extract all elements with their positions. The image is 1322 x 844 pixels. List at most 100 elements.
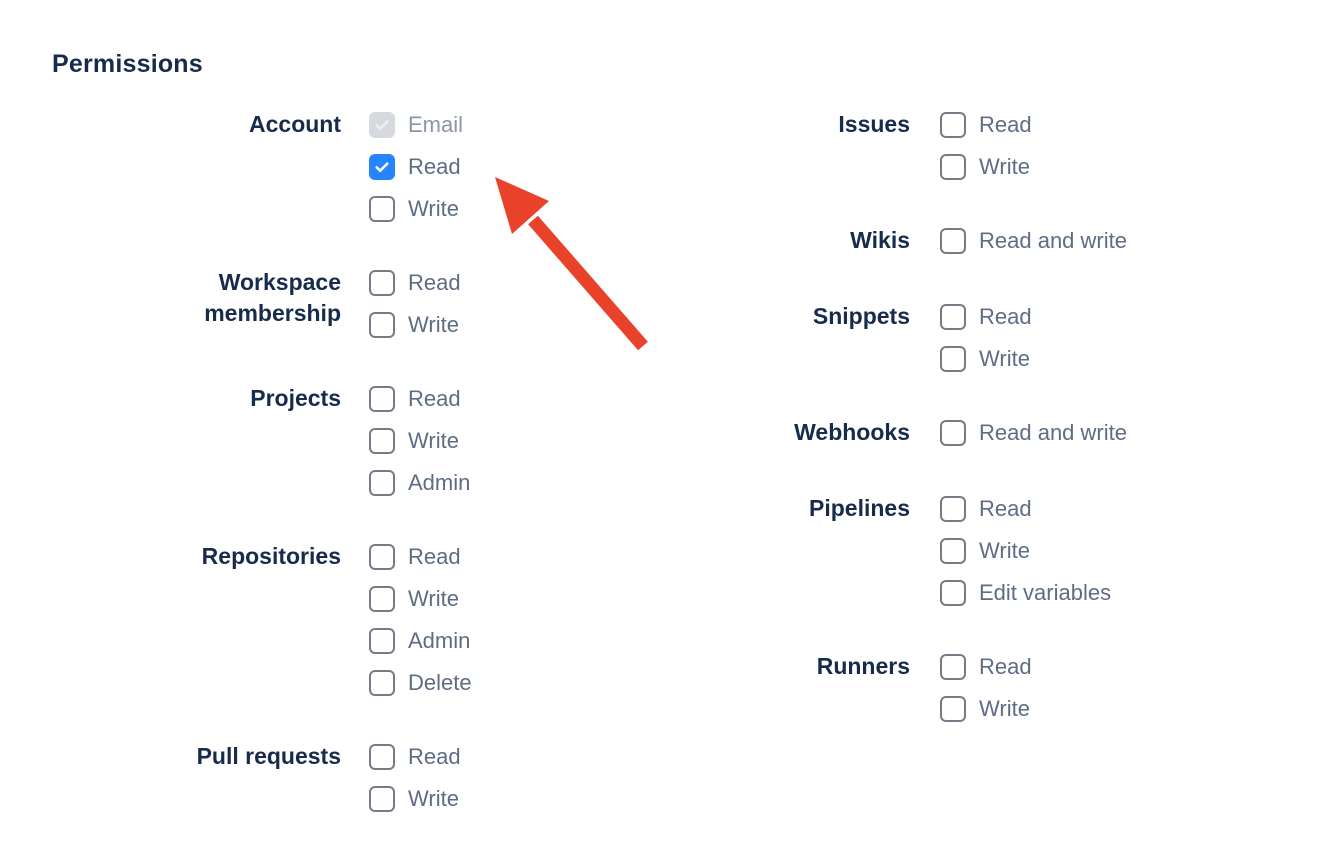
runners-read-checkbox[interactable] xyxy=(940,654,966,680)
group-repositories: Repositories Read Write Admin Delete xyxy=(52,543,472,696)
checkbox-label: Read xyxy=(979,654,1032,679)
checkbox-row-repositories-admin[interactable]: Admin xyxy=(369,628,472,654)
checkbox-label: Read xyxy=(408,154,461,179)
checkbox-label: Write xyxy=(979,538,1030,563)
group-account: Account Email Read Write xyxy=(52,111,472,222)
repositories-delete-checkbox[interactable] xyxy=(369,670,395,696)
checkbox-label: Write xyxy=(408,428,459,453)
checkbox-label: Delete xyxy=(408,670,472,695)
checkbox-label: Read xyxy=(979,304,1032,329)
repositories-write-checkbox[interactable] xyxy=(369,586,395,612)
checkbox-label: Read and write xyxy=(979,420,1127,445)
checkbox-row-snippets-write[interactable]: Write xyxy=(940,346,1032,372)
checkbox-row-runners-write[interactable]: Write xyxy=(940,696,1032,722)
checkbox-row-pipelines-edit-variables[interactable]: Edit variables xyxy=(940,580,1111,606)
group-pipelines: Pipelines Read Write Edit variables xyxy=(660,495,1127,606)
group-label-runners: Runners xyxy=(816,653,910,679)
checkbox-label: Read xyxy=(979,112,1032,137)
group-snippets: Snippets Read Write xyxy=(660,303,1127,372)
checkbox-label: Write xyxy=(408,586,459,611)
checkbox-label: Edit variables xyxy=(979,580,1112,605)
pull-requests-read-checkbox[interactable] xyxy=(369,744,395,770)
snippets-write-checkbox[interactable] xyxy=(940,346,966,372)
pull-requests-write-checkbox[interactable] xyxy=(369,786,395,812)
checkbox-row-workspace-read[interactable]: Read xyxy=(369,270,461,296)
checkbox-row-snippets-read[interactable]: Read xyxy=(940,304,1032,330)
checkbox-row-repositories-write[interactable]: Write xyxy=(369,586,472,612)
checkbox-label: Write xyxy=(979,696,1030,721)
checkbox-label: Admin xyxy=(408,628,471,653)
permissions-column-left: Account Email Read Write Workspace membe… xyxy=(52,111,472,812)
group-label-projects: Projects xyxy=(250,385,341,411)
group-label-wikis: Wikis xyxy=(850,227,910,253)
checkbox-row-pipelines-write[interactable]: Write xyxy=(940,538,1111,564)
account-read-checkbox[interactable] xyxy=(369,154,395,180)
group-label-workspace-membership: Workspace membership xyxy=(204,269,341,326)
checkbox-row-workspace-write[interactable]: Write xyxy=(369,312,461,338)
projects-read-checkbox[interactable] xyxy=(369,386,395,412)
repositories-read-checkbox[interactable] xyxy=(369,544,395,570)
checkbox-label: Read xyxy=(408,386,461,411)
checkbox-row-projects-read[interactable]: Read xyxy=(369,386,470,412)
group-label-webhooks: Webhooks xyxy=(794,419,910,445)
group-projects: Projects Read Write Admin xyxy=(52,385,472,496)
permissions-column-right: Issues Read Write Wikis Read and write xyxy=(660,111,1127,722)
issues-write-checkbox[interactable] xyxy=(940,154,966,180)
pipelines-write-checkbox[interactable] xyxy=(940,538,966,564)
group-label-snippets: Snippets xyxy=(812,303,910,329)
webhooks-read-and-write-checkbox[interactable] xyxy=(940,420,966,446)
workspace-write-checkbox[interactable] xyxy=(369,312,395,338)
projects-write-checkbox[interactable] xyxy=(369,428,395,454)
checkbox-row-projects-write[interactable]: Write xyxy=(369,428,470,454)
group-wikis: Wikis Read and write xyxy=(660,227,1127,256)
checkbox-label: Admin xyxy=(408,470,471,495)
group-workspace-membership: Workspace membership Read Write xyxy=(52,269,472,338)
checkbox-label: Read xyxy=(408,270,461,295)
checkbox-row-wikis-read-and-write[interactable]: Read and write xyxy=(940,228,1127,254)
checkbox-label: Read xyxy=(979,496,1032,521)
checkbox-row-pipelines-read[interactable]: Read xyxy=(940,496,1111,522)
projects-admin-checkbox[interactable] xyxy=(369,470,395,496)
checkbox-row-account-write[interactable]: Write xyxy=(369,196,463,222)
checkbox-row-account-email: Email xyxy=(369,112,463,138)
checkbox-label: Read and write xyxy=(979,228,1127,253)
checkbox-label: Write xyxy=(979,346,1030,371)
snippets-read-checkbox[interactable] xyxy=(940,304,966,330)
checkbox-row-repositories-read[interactable]: Read xyxy=(369,544,472,570)
account-write-checkbox[interactable] xyxy=(369,196,395,222)
pipelines-edit-variables-checkbox[interactable] xyxy=(940,580,966,606)
group-label-repositories: Repositories xyxy=(201,543,341,569)
pipelines-read-checkbox[interactable] xyxy=(940,496,966,522)
group-runners: Runners Read Write xyxy=(660,653,1127,722)
checkbox-label: Read xyxy=(408,744,461,769)
group-label-pull-requests: Pull requests xyxy=(196,743,341,769)
repositories-admin-checkbox[interactable] xyxy=(369,628,395,654)
checkbox-row-repositories-delete[interactable]: Delete xyxy=(369,670,472,696)
checkbox-label: Email xyxy=(408,112,464,137)
checkbox-row-issues-write[interactable]: Write xyxy=(940,154,1032,180)
checkbox-label: Write xyxy=(408,312,459,337)
checkbox-label: Write xyxy=(979,154,1030,179)
checkbox-label: Read xyxy=(408,544,461,569)
checkbox-row-webhooks-read-and-write[interactable]: Read and write xyxy=(940,420,1127,446)
checkbox-label: Write xyxy=(408,196,459,221)
checkbox-row-pull-requests-write[interactable]: Write xyxy=(369,786,461,812)
permissions-heading: Permissions xyxy=(52,50,203,78)
checkbox-row-pull-requests-read[interactable]: Read xyxy=(369,744,461,770)
check-icon xyxy=(375,162,389,173)
group-issues: Issues Read Write xyxy=(660,111,1127,180)
account-email-checkbox xyxy=(369,112,395,138)
checkbox-row-runners-read[interactable]: Read xyxy=(940,654,1032,680)
checkbox-row-issues-read[interactable]: Read xyxy=(940,112,1032,138)
issues-read-checkbox[interactable] xyxy=(940,112,966,138)
runners-write-checkbox[interactable] xyxy=(940,696,966,722)
wikis-read-and-write-checkbox[interactable] xyxy=(940,228,966,254)
group-pull-requests: Pull requests Read Write xyxy=(52,743,472,812)
workspace-read-checkbox[interactable] xyxy=(369,270,395,296)
checkbox-row-account-read[interactable]: Read xyxy=(369,154,463,180)
group-label-issues: Issues xyxy=(838,111,910,137)
checkbox-row-projects-admin[interactable]: Admin xyxy=(369,470,470,496)
checkbox-label: Write xyxy=(408,786,459,811)
group-label-pipelines: Pipelines xyxy=(809,495,910,521)
